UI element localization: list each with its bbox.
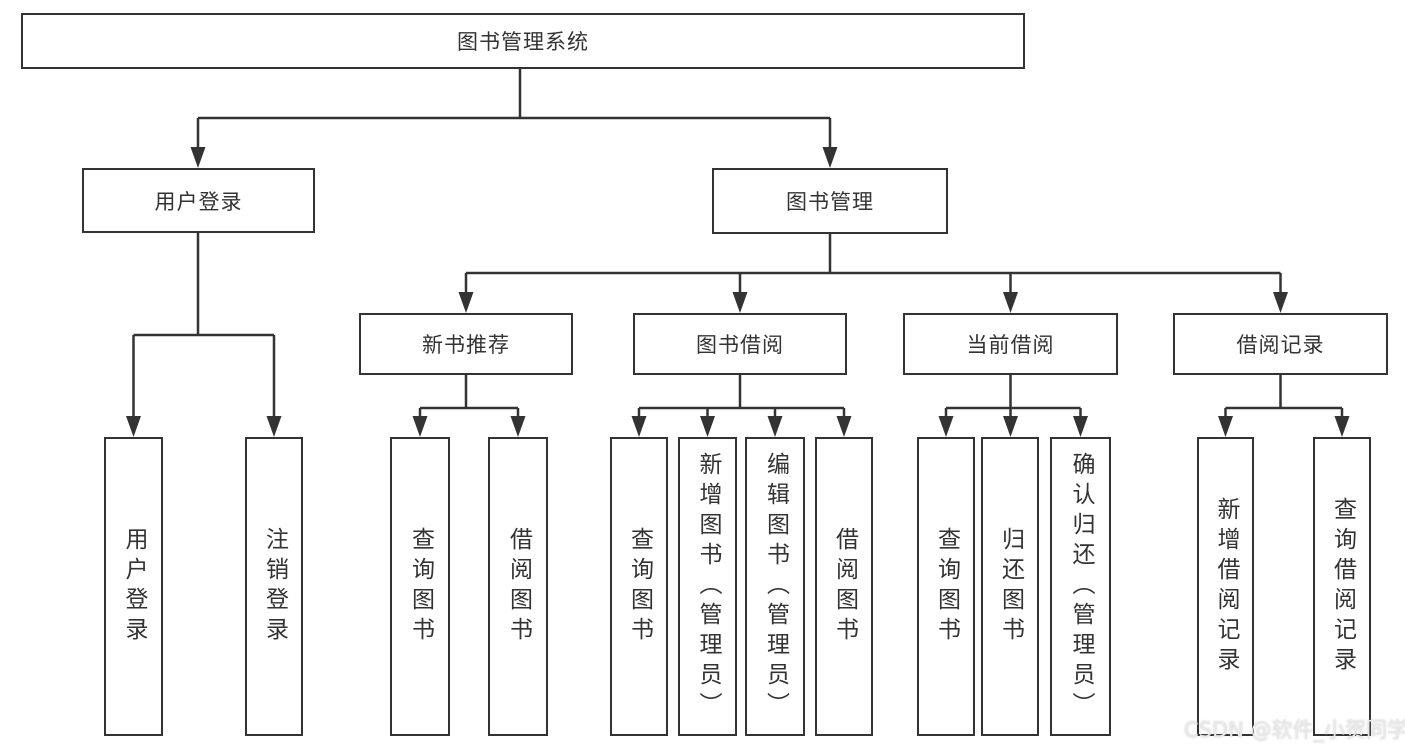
- node-new-book-recommend: 新书推荐: [359, 313, 573, 375]
- leaf-borrow-add-books-admin: 新增图书（管理员）: [678, 437, 737, 736]
- leaf-newrec-query-books: 查询图书: [390, 437, 450, 736]
- leaf-current-return-books: 归还图书: [981, 437, 1039, 736]
- node-label: 当前借阅: [966, 333, 1055, 357]
- node-borrow-records: 借阅记录: [1173, 313, 1388, 375]
- leaf-user-login: 用户登录: [104, 437, 163, 736]
- node-label: 借阅图书: [831, 526, 858, 647]
- node-label: 查询借阅记录: [1329, 496, 1356, 677]
- leaf-current-query-books: 查询图书: [917, 437, 975, 736]
- node-label: 编辑图书（管理员）: [762, 451, 789, 722]
- leaf-borrow-query-books: 查询图书: [610, 437, 668, 736]
- watermark: CSDN @软件_小贺同学: [1184, 718, 1405, 742]
- node-label: 借阅图书: [505, 526, 532, 647]
- node-user-login: 用户登录: [82, 168, 315, 233]
- node-label: 注销登录: [261, 526, 288, 647]
- node-label: 图书借阅: [696, 333, 784, 357]
- node-label: 查询图书: [407, 526, 434, 647]
- node-label: 归还图书: [997, 526, 1024, 647]
- node-label: 新书推荐: [422, 333, 510, 357]
- node-label: 图书管理: [786, 190, 874, 214]
- leaf-logout: 注销登录: [245, 437, 303, 736]
- node-label: 借阅记录: [1236, 333, 1325, 357]
- leaf-newrec-borrow-books: 借阅图书: [488, 437, 548, 736]
- node-label: 新增图书（管理员）: [695, 451, 721, 722]
- leaf-records-add-record: 新增借阅记录: [1197, 437, 1254, 736]
- node-label: 确认归还（管理员）: [1068, 451, 1094, 722]
- leaf-records-query-record: 查询借阅记录: [1313, 437, 1371, 736]
- node-label: 用户登录: [154, 189, 243, 214]
- leaf-current-confirm-return-admin: 确认归还（管理员）: [1050, 437, 1111, 736]
- node-root-system: 图书管理系统: [21, 13, 1025, 69]
- node-label: 查询图书: [626, 526, 653, 647]
- leaf-borrow-borrow-books: 借阅图书: [815, 437, 873, 736]
- node-label: 用户登录: [121, 526, 147, 647]
- node-book-borrow: 图书借阅: [633, 313, 847, 375]
- node-label: 查询图书: [933, 526, 960, 647]
- node-book-management: 图书管理: [712, 168, 948, 234]
- node-label: 新增借阅记录: [1213, 496, 1239, 677]
- node-label: 图书管理系统: [457, 30, 589, 54]
- node-current-borrow: 当前借阅: [903, 313, 1118, 375]
- leaf-borrow-edit-books-admin: 编辑图书（管理员）: [745, 437, 805, 736]
